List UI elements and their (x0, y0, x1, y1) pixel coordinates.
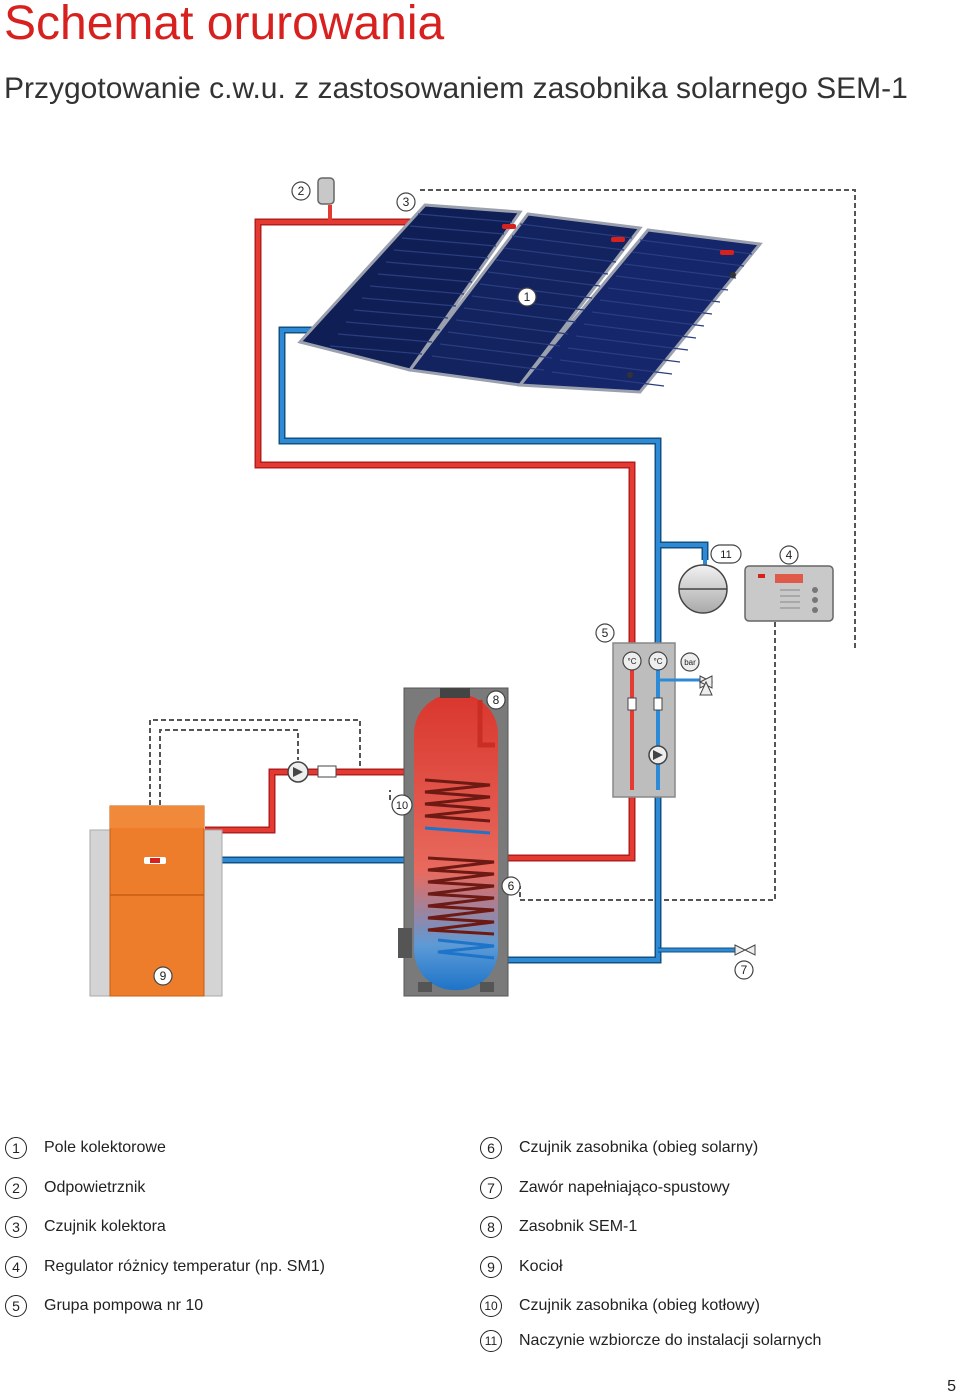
svg-text:10: 10 (396, 800, 408, 812)
marker-2: 2 (291, 181, 311, 201)
pump-signal-line (159, 729, 299, 805)
legend-number: 6 (480, 1137, 502, 1159)
marker-10: 10 (391, 794, 413, 816)
svg-text:5: 5 (602, 626, 609, 640)
marker-3: 3 (396, 192, 416, 212)
marker-8: 8 (486, 690, 506, 710)
page-number: 5 (947, 1378, 956, 1395)
legend-text: Grupa pompowa nr 10 (44, 1297, 204, 1314)
marker-9: 9 (153, 966, 173, 986)
legend-text: Regulator różnicy temperatur (np. SM1) (44, 1258, 325, 1275)
collector-sensor-line (420, 189, 856, 650)
tank-sem1 (398, 687, 509, 997)
legend-item: 10 Czujnik zasobnika (obieg kotłowy) (480, 1293, 760, 1319)
svg-text:3: 3 (403, 195, 410, 209)
boiler-signal-line (149, 719, 361, 805)
legend-text: Czujnik kolektora (44, 1218, 166, 1235)
legend-text: Odpowietrznik (44, 1179, 146, 1196)
fill-drain-valve (734, 944, 756, 956)
legend-item: 11 Naczynie wzbiorcze do instalacji sola… (480, 1328, 821, 1354)
boiler-cold-pipe (205, 830, 434, 864)
legend-text: Kocioł (519, 1258, 563, 1275)
marker-4: 4 (779, 545, 799, 565)
svg-text:8: 8 (493, 693, 500, 707)
legend-number: 2 (5, 1177, 27, 1199)
boiler-pump (287, 761, 337, 783)
page-subtitle: Przygotowanie c.w.u. z zastosowaniem zas… (4, 72, 908, 105)
collector-logos (502, 224, 734, 255)
signal-lines (149, 189, 856, 901)
air-vent (317, 177, 335, 205)
legend-item: 2 Odpowietrznik (5, 1175, 145, 1201)
legend-number: 5 (5, 1295, 27, 1317)
marker-6: 6 (501, 876, 521, 896)
legend-item: 3 Czujnik kolektora (5, 1214, 166, 1240)
svg-text:11: 11 (720, 549, 731, 561)
legend-text: Naczynie wzbiorcze do instalacji solarny… (519, 1332, 822, 1349)
legend-text: Zasobnik SEM-1 (519, 1218, 638, 1235)
controller (744, 565, 834, 622)
marker-1: 1 (517, 287, 537, 307)
pump-group: °C °C bar (612, 642, 714, 798)
svg-text:4: 4 (786, 548, 793, 562)
legend-item: 9 Kocioł (480, 1254, 563, 1280)
page-title: Schemat orurowania (4, 0, 445, 50)
legend-item: 8 Zasobnik SEM-1 (480, 1214, 637, 1240)
legend-text: Pole kolektorowe (44, 1139, 166, 1156)
legend-item: 5 Grupa pompowa nr 10 (5, 1293, 203, 1319)
temp-gauge-1: °C (628, 657, 637, 666)
legend-item: 1 Pole kolektorowe (5, 1135, 166, 1161)
marker-11: 11 (710, 544, 742, 564)
svg-text:7: 7 (741, 963, 748, 977)
svg-text:1: 1 (524, 290, 531, 304)
legend-number: 1 (5, 1137, 27, 1159)
legend-text: Czujnik zasobnika (obieg kotłowy) (519, 1297, 760, 1314)
marker-5: 5 (595, 623, 615, 643)
legend-item: 4 Regulator różnicy temperatur (np. SM1) (5, 1254, 325, 1280)
legend-number: 11 (480, 1330, 502, 1352)
svg-text:9: 9 (160, 969, 167, 983)
piping-diagram: °C °C bar (89, 177, 856, 997)
legend-text: Zawór napełniająco-spustowy (519, 1179, 730, 1196)
legend-text: Czujnik zasobnika (obieg solarny) (519, 1139, 759, 1156)
legend-number: 10 (480, 1295, 502, 1317)
legend-item: 7 Zawór napełniająco-spustowy (480, 1175, 730, 1201)
legend-number: 4 (5, 1256, 27, 1278)
legend-number: 7 (480, 1177, 502, 1199)
expansion-vessel (678, 560, 728, 614)
legend-number: 3 (5, 1216, 27, 1238)
svg-text:2: 2 (298, 184, 305, 198)
legend-number: 9 (480, 1256, 502, 1278)
tank-sensor-line (519, 622, 776, 901)
legend-number: 8 (480, 1216, 502, 1238)
marker-7: 7 (734, 960, 754, 980)
pressure-gauge: bar (684, 658, 696, 667)
boiler (89, 805, 223, 997)
temp-gauge-2: °C (654, 657, 663, 666)
svg-text:6: 6 (508, 879, 515, 893)
legend-item: 6 Czujnik zasobnika (obieg solarny) (480, 1135, 758, 1161)
